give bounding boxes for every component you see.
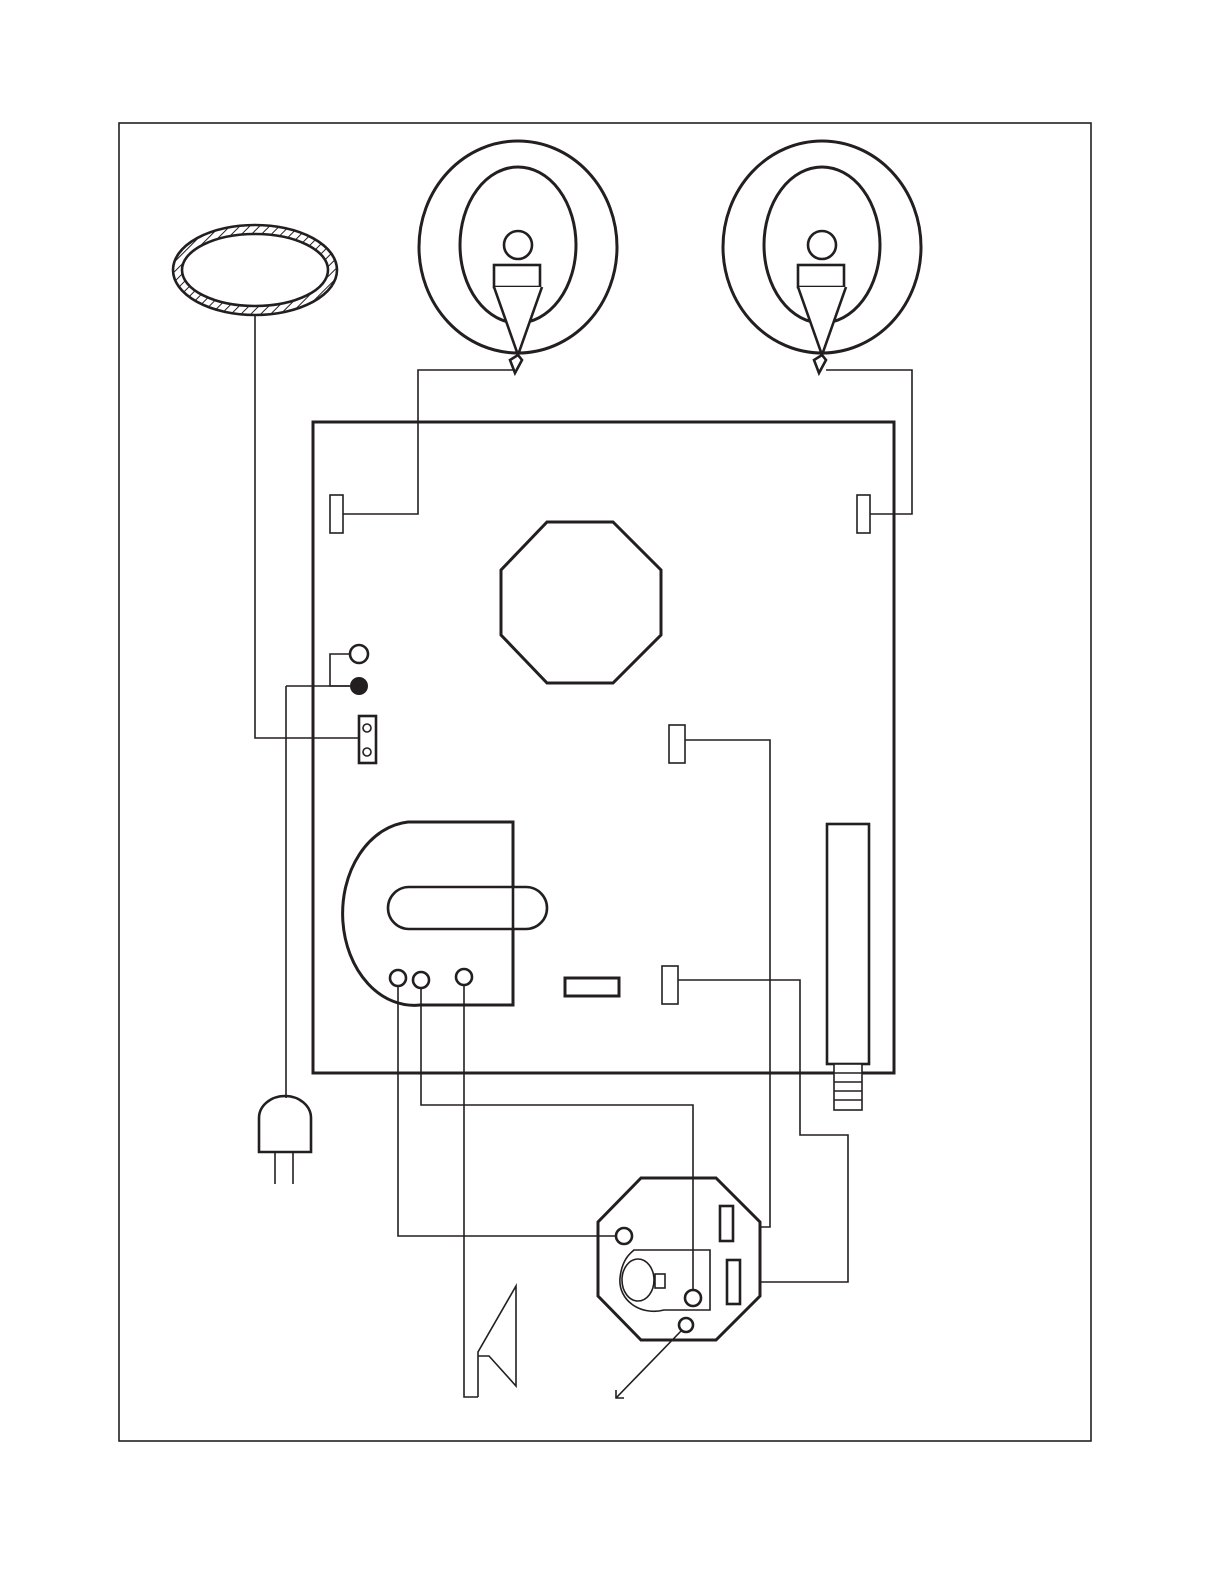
antenna-wire: [255, 315, 361, 738]
speaker-right: [723, 141, 921, 373]
speaker-left-connector: [330, 495, 343, 533]
battery-tube: [827, 824, 869, 1110]
loop-antenna: [173, 225, 337, 315]
speaker-left-wire: [343, 370, 514, 514]
board-connector: [669, 725, 685, 763]
tuner-wire-2: [421, 988, 693, 1290]
slide-switch: [565, 978, 619, 996]
tuner-wire-3: [464, 985, 478, 1397]
indicator-led-open: [350, 645, 368, 663]
led-wire: [330, 654, 350, 686]
speaker-right-wire: [826, 370, 912, 514]
outer-frame: [119, 123, 1091, 1441]
lower-connector: [662, 966, 678, 1004]
radio-tuner-module: [343, 822, 547, 1005]
antenna-terminal: [359, 716, 376, 763]
tuner-wire-1: [398, 986, 616, 1236]
board-connector-wire: [685, 740, 770, 1227]
speaker-left: [419, 141, 617, 373]
wire-antenna-lead: [478, 1286, 516, 1397]
speaker-right-connector: [857, 495, 870, 533]
octagon-component: [501, 522, 661, 683]
ac-power-plug: [259, 686, 311, 1184]
control-module: [598, 1178, 760, 1340]
indicator-led-filled: [350, 677, 368, 695]
lower-connector-wire: [678, 980, 848, 1282]
